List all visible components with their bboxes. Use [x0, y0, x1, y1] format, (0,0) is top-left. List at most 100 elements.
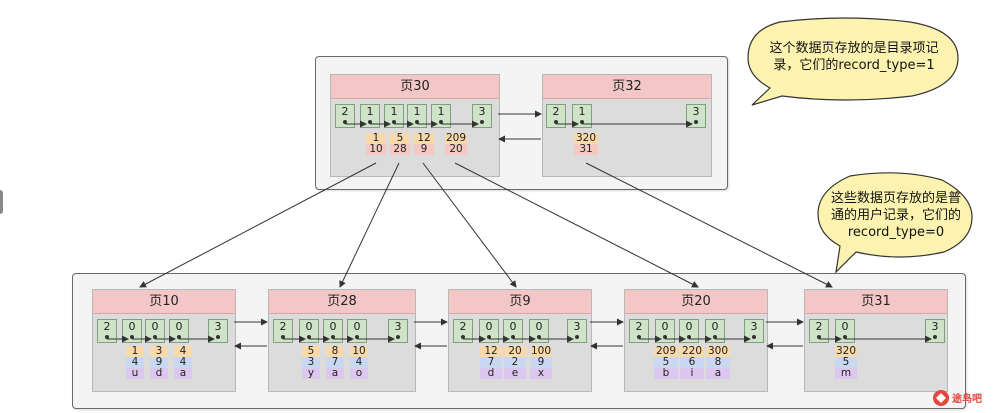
bottom-callout-line-1: 这些数据页存放的是普: [830, 191, 961, 206]
page-20-record-key: 220: [680, 345, 704, 357]
page-10-record-key: 1: [126, 346, 144, 357]
page-28-slot-0: 2: [273, 319, 293, 343]
page-30-record-key: 1: [366, 133, 386, 144]
slot-pointer-dot: [216, 335, 220, 339]
page-10-record-key: 3: [150, 346, 168, 357]
slot-pointer-dot: [554, 120, 558, 124]
page-9-record-col2: 7: [480, 357, 502, 368]
page-30-slot-0: 2: [335, 104, 355, 128]
slot-pointer-dot: [392, 120, 396, 124]
slot-pointer-dot: [580, 120, 584, 124]
page-10-record-col3: a: [174, 368, 192, 379]
page-31-record-col2: 5: [835, 357, 857, 368]
page-10-record-col3: u: [126, 368, 144, 379]
slot-pointer-dot: [343, 120, 347, 124]
page-20-record-col2: 8: [706, 357, 730, 368]
slot-pointer-dot: [480, 120, 484, 124]
page-31-record-col3: m: [835, 368, 857, 379]
slot-pointer-dot: [368, 120, 372, 124]
page-10-header: 页10: [93, 290, 235, 314]
top-callout-bubble: [747, 17, 959, 106]
page-31-header: 页31: [805, 290, 947, 314]
page-9-record-col2: 9: [530, 357, 552, 368]
page-10-slot-0: 2: [97, 319, 117, 343]
slot-pointer-dot: [177, 335, 181, 339]
bottom-callout-line-3: record_type=0: [847, 225, 945, 240]
link-key320-to-page-31: [585, 162, 833, 288]
slot-pointer-dot: [933, 335, 937, 339]
page-9-record-col3: x: [530, 368, 552, 379]
slot-pointer-dot: [537, 335, 541, 339]
page-32-header: 页32: [543, 75, 711, 99]
page-28-header: 页28: [269, 290, 415, 314]
page-28-record-col2: 7: [326, 357, 344, 368]
slot-pointer-dot: [694, 120, 698, 124]
bottom-callout-bubble: [817, 172, 973, 274]
slot-pointer-dot: [817, 335, 821, 339]
page-30-record-child-page: 9: [414, 144, 434, 155]
slot-pointer-dot: [575, 335, 579, 339]
slot-pointer-dot: [663, 335, 667, 339]
page-30-record-child-page: 10: [366, 144, 386, 155]
page-10-record-col2: 9: [150, 357, 168, 368]
page-28-record-col2: 3: [302, 357, 320, 368]
page-32-slot-0: 2: [546, 104, 566, 128]
left-edge-marker: [0, 190, 3, 214]
page-31-record-key: 320: [835, 345, 857, 357]
slot-pointer-dot: [637, 335, 641, 339]
link-key1-to-page-10: [139, 162, 377, 288]
slot-pointer-dot: [281, 335, 285, 339]
page-20-record-col2: 5: [654, 357, 678, 368]
page-20-record-col3: b: [654, 368, 678, 379]
page-32-record-child-page: 31: [574, 144, 598, 155]
slot-pointer-dot: [487, 335, 491, 339]
page-9-record-key: 20: [504, 346, 526, 357]
page-31-slot-0: 2: [809, 319, 829, 343]
page-28-record-col3: a: [326, 368, 344, 379]
page-30-record-key: 12: [414, 133, 434, 144]
page-9-header: 页9: [449, 290, 591, 314]
page-32: 页32: [542, 74, 712, 177]
page-9-record-col2: 2: [504, 357, 526, 368]
page-10-record-col3: d: [150, 368, 168, 379]
page-28-record-col3: o: [350, 368, 368, 379]
slot-pointer-dot: [153, 335, 157, 339]
page-20-header: 页20: [625, 290, 767, 314]
link-key5-to-page-28: [339, 162, 400, 288]
page-20-slot-0: 2: [629, 319, 649, 343]
watermark-logo-mark: [936, 393, 946, 403]
page-28-record-key: 10: [350, 346, 368, 357]
page-28-record-col2: 4: [350, 357, 368, 368]
page-20-slot-4: 3: [744, 319, 764, 343]
page-30-record-key: 5: [390, 133, 410, 144]
page-28-record-key: 5: [302, 346, 320, 357]
page-30-record-child-page: 20: [445, 144, 467, 155]
bottom-callout-text: 这些数据页存放的是普 通的用户记录，它们的 record_type=0: [822, 190, 970, 241]
page-30-record-key: 209: [445, 132, 467, 144]
page-30: 页30: [330, 74, 500, 177]
slot-pointer-dot: [130, 335, 134, 339]
page-10-record-col2: 4: [174, 357, 192, 368]
page-28-record-key: 8: [326, 346, 344, 357]
slot-pointer-dot: [307, 335, 311, 339]
page-9-record-key: 12: [480, 346, 502, 357]
slot-pointer-dot: [752, 335, 756, 339]
slot-pointer-dot: [843, 335, 847, 339]
slot-pointer-dot: [687, 335, 691, 339]
top-callout-text: 这个数据页存放的是目录项记 录，它们的record_type=1: [752, 40, 956, 74]
link-key12-to-page-9: [422, 162, 517, 288]
page-20-record-key: 300: [706, 345, 730, 357]
page-20-record-key: 209: [654, 345, 678, 357]
link-key209-to-page-20: [454, 162, 699, 288]
slot-pointer-dot: [461, 335, 465, 339]
page-32-record-key: 320: [574, 132, 598, 144]
top-callout-line-2: 录，它们的record_type=1: [773, 58, 935, 73]
page-9-slot-0: 2: [453, 319, 473, 343]
page-9-record-col3: d: [480, 368, 502, 379]
top-callout-line-1: 这个数据页存放的是目录项记: [769, 41, 939, 56]
page-10-record-key: 4: [174, 346, 192, 357]
slot-pointer-dot: [355, 335, 359, 339]
page-9-record-key: 100: [530, 345, 552, 357]
slot-pointer-dot: [105, 335, 109, 339]
